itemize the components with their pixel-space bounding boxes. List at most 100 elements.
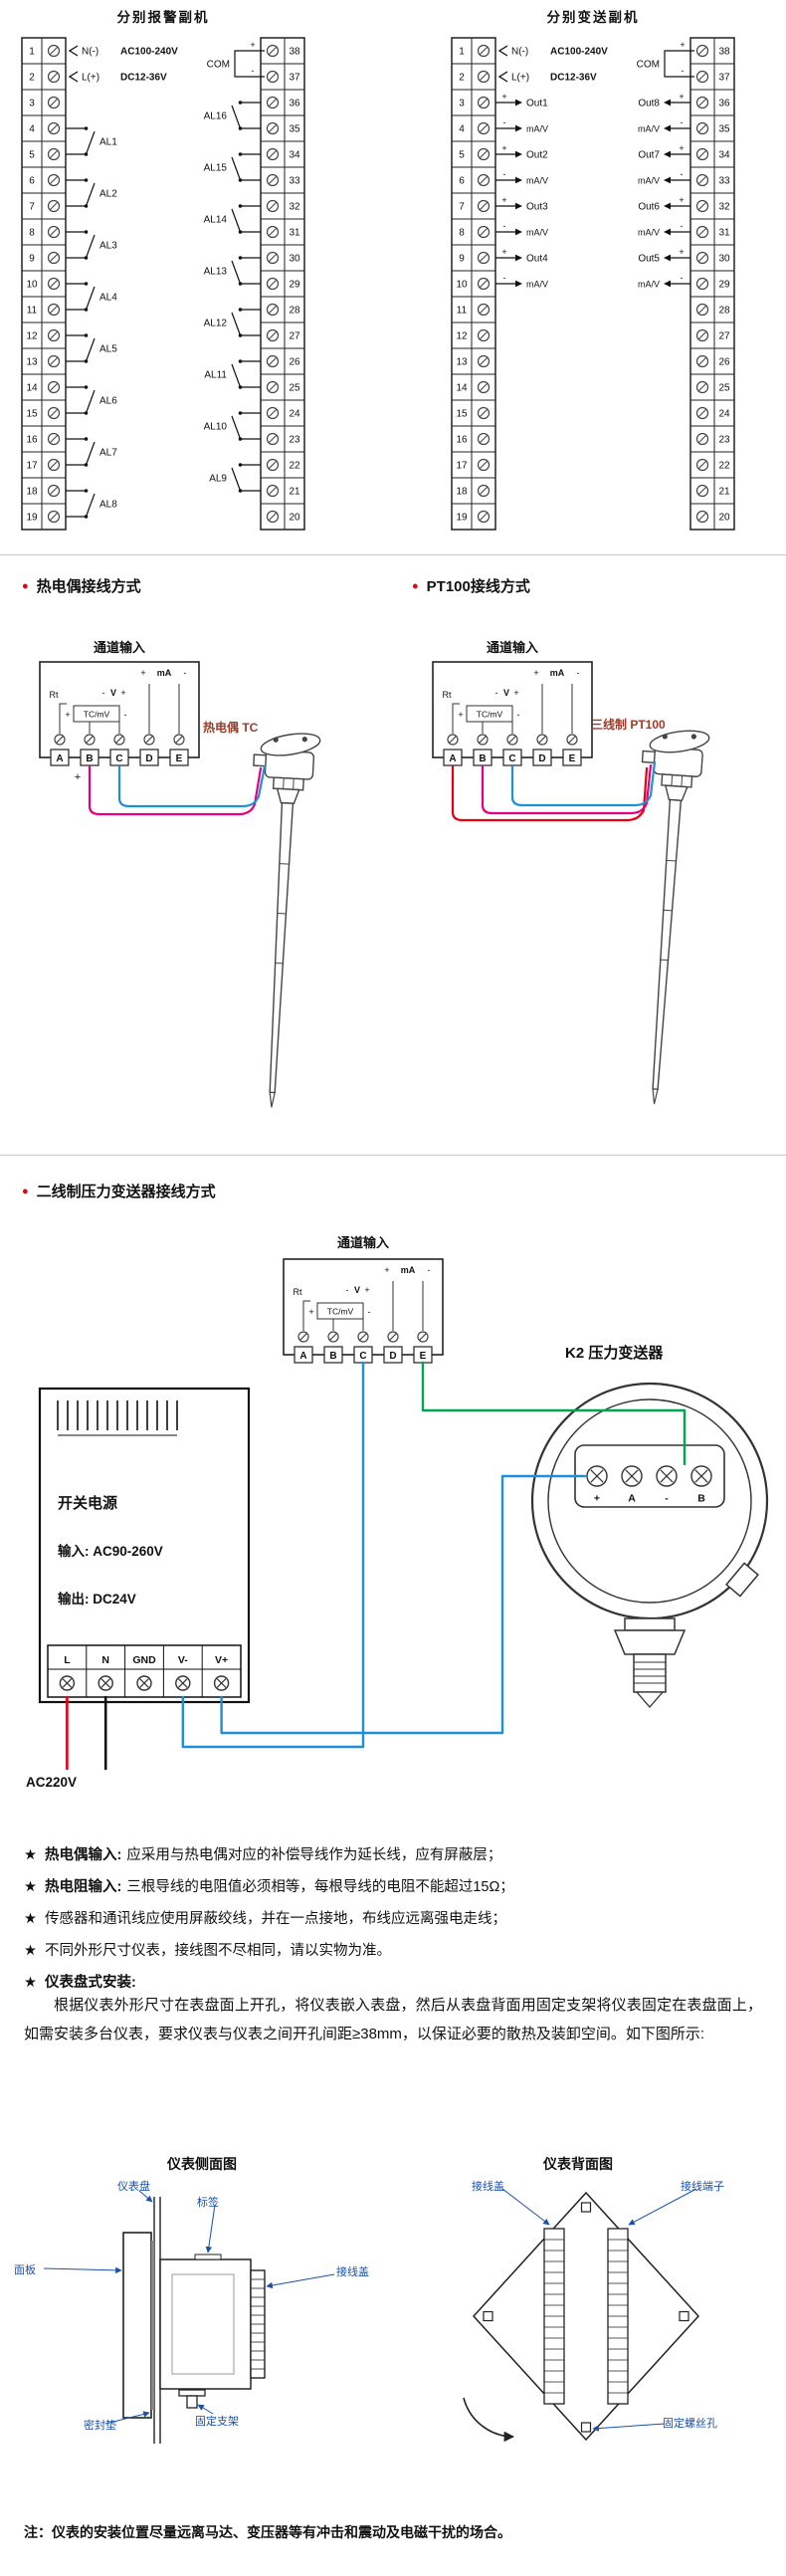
front-bezel [122, 2232, 152, 2419]
relay-contact-icon [231, 467, 242, 492]
cap-bolt-icon [690, 734, 696, 740]
installation-diagram [43, 2188, 700, 2444]
power-n-label: N(-) [511, 47, 528, 58]
screw-terminal-icon [477, 432, 491, 446]
channel-terminal-letter: E [420, 1351, 427, 1362]
terminal-number: 32 [718, 202, 730, 213]
plus-sign: + [679, 92, 684, 102]
terminal-number: 27 [718, 331, 730, 342]
arrow-icon [664, 280, 671, 288]
plus-sign: + [250, 40, 255, 50]
screw-terminal-icon [266, 303, 280, 317]
transmitter-terminal-label: - [665, 1493, 669, 1505]
screw-terminal-icon [266, 406, 280, 420]
screw-terminal-icon [266, 380, 280, 394]
screw-terminal-icon [266, 44, 280, 58]
callout-leader [197, 2404, 214, 2415]
output-label: Out4 [526, 254, 548, 265]
terminal-number: 1 [459, 47, 465, 58]
callout-leader [205, 2204, 216, 2254]
arrow-icon [664, 176, 671, 184]
relay-contact-icon [231, 415, 242, 440]
bullet-icon: ● [22, 1184, 29, 1197]
channel-input-title: 通道输入 [93, 640, 145, 655]
screw-terminal-icon [477, 277, 491, 291]
relay-contact-icon [231, 105, 242, 129]
arrow-icon [664, 254, 671, 262]
pt-wire-blue [510, 760, 657, 807]
terminal-number: 29 [289, 280, 300, 291]
terminal-number: 27 [289, 331, 300, 342]
transmitter-title: K2 压力变送器 [565, 1345, 664, 1362]
channel-terminal-letter: C [508, 753, 515, 764]
screw-terminal-icon [477, 484, 491, 498]
screw-terminal-icon [143, 734, 155, 746]
relay-contact-icon [231, 156, 242, 181]
relay-contact-icon [231, 260, 242, 285]
minus-sign: - [503, 273, 506, 283]
terminal-number: 16 [26, 435, 38, 446]
psu-terminal-label: L [64, 1654, 71, 1666]
output-unit: mA/V [526, 228, 548, 238]
power-voltage-dc: DC12-36V [120, 73, 167, 84]
minus-sign: - [346, 1285, 349, 1295]
terminal-number: 33 [718, 176, 730, 187]
tc-wire-blue [117, 764, 267, 808]
terminal-number: 10 [456, 280, 468, 291]
screw-terminal-icon [266, 121, 280, 135]
terminal-number: 29 [718, 280, 730, 291]
mounting-bracket [178, 2389, 206, 2397]
screw-terminal-icon [695, 251, 709, 265]
screw-hole [679, 2310, 689, 2322]
channel-terminal-cell [169, 749, 189, 766]
screw-terminal-icon [47, 277, 61, 291]
callout-leader [138, 2190, 153, 2203]
terminal-number: 17 [456, 461, 468, 472]
plus-sign: + [458, 710, 463, 720]
gasket [151, 2241, 154, 2410]
rt-label: Rt [294, 1287, 302, 1297]
power-voltage-ac: AC100-240V [550, 47, 608, 58]
pt-title-text: PT100接线方式 [426, 578, 530, 595]
com-label: COM [207, 60, 230, 71]
terminal-number: 25 [289, 383, 300, 394]
screw-terminal-icon [536, 734, 548, 746]
screw-terminal-icon [266, 70, 280, 84]
psu-terminal-label: GND [132, 1654, 156, 1666]
com-lines [664, 50, 694, 78]
power-l-label: L(+) [511, 73, 529, 84]
hex-nut [613, 1629, 687, 1655]
screw-hole-label: 固定螺丝孔 [663, 2418, 717, 2430]
arrow-icon [515, 228, 522, 236]
output-unit: mA/V [526, 176, 548, 186]
relay-contact-icon [231, 312, 242, 336]
arrow-icon [515, 176, 522, 184]
stub-tip [635, 1691, 665, 1708]
terminal-number: 8 [29, 228, 35, 239]
channel-terminal-cell [294, 1346, 313, 1364]
relay-contact-icon [231, 208, 242, 233]
screw-terminal-icon [266, 251, 280, 265]
plus-sign: + [679, 195, 684, 205]
rt-label: Rt [443, 690, 452, 700]
screw-terminal-icon [84, 734, 96, 746]
thermocouple-probe [253, 733, 321, 1108]
minus-sign: - [428, 1265, 431, 1275]
relay-label: AL7 [99, 448, 117, 459]
relay-contact-icon [85, 286, 96, 311]
terminal-number: 11 [27, 306, 38, 317]
output-label: Out6 [638, 202, 660, 213]
bullet-icon: ● [412, 579, 419, 592]
arrow-icon [515, 202, 522, 210]
screw-terminal-icon [447, 734, 459, 746]
note-lead: 仪表盘式安装: [45, 1975, 136, 1991]
side-view-title: 仪表侧面图 [167, 2156, 237, 2172]
channel-terminal-letter: D [389, 1351, 396, 1362]
screw-terminal-icon [477, 251, 491, 265]
terminal-number: 12 [26, 331, 38, 342]
screw-terminal-icon [477, 70, 491, 84]
screw-terminal-icon [477, 173, 491, 187]
